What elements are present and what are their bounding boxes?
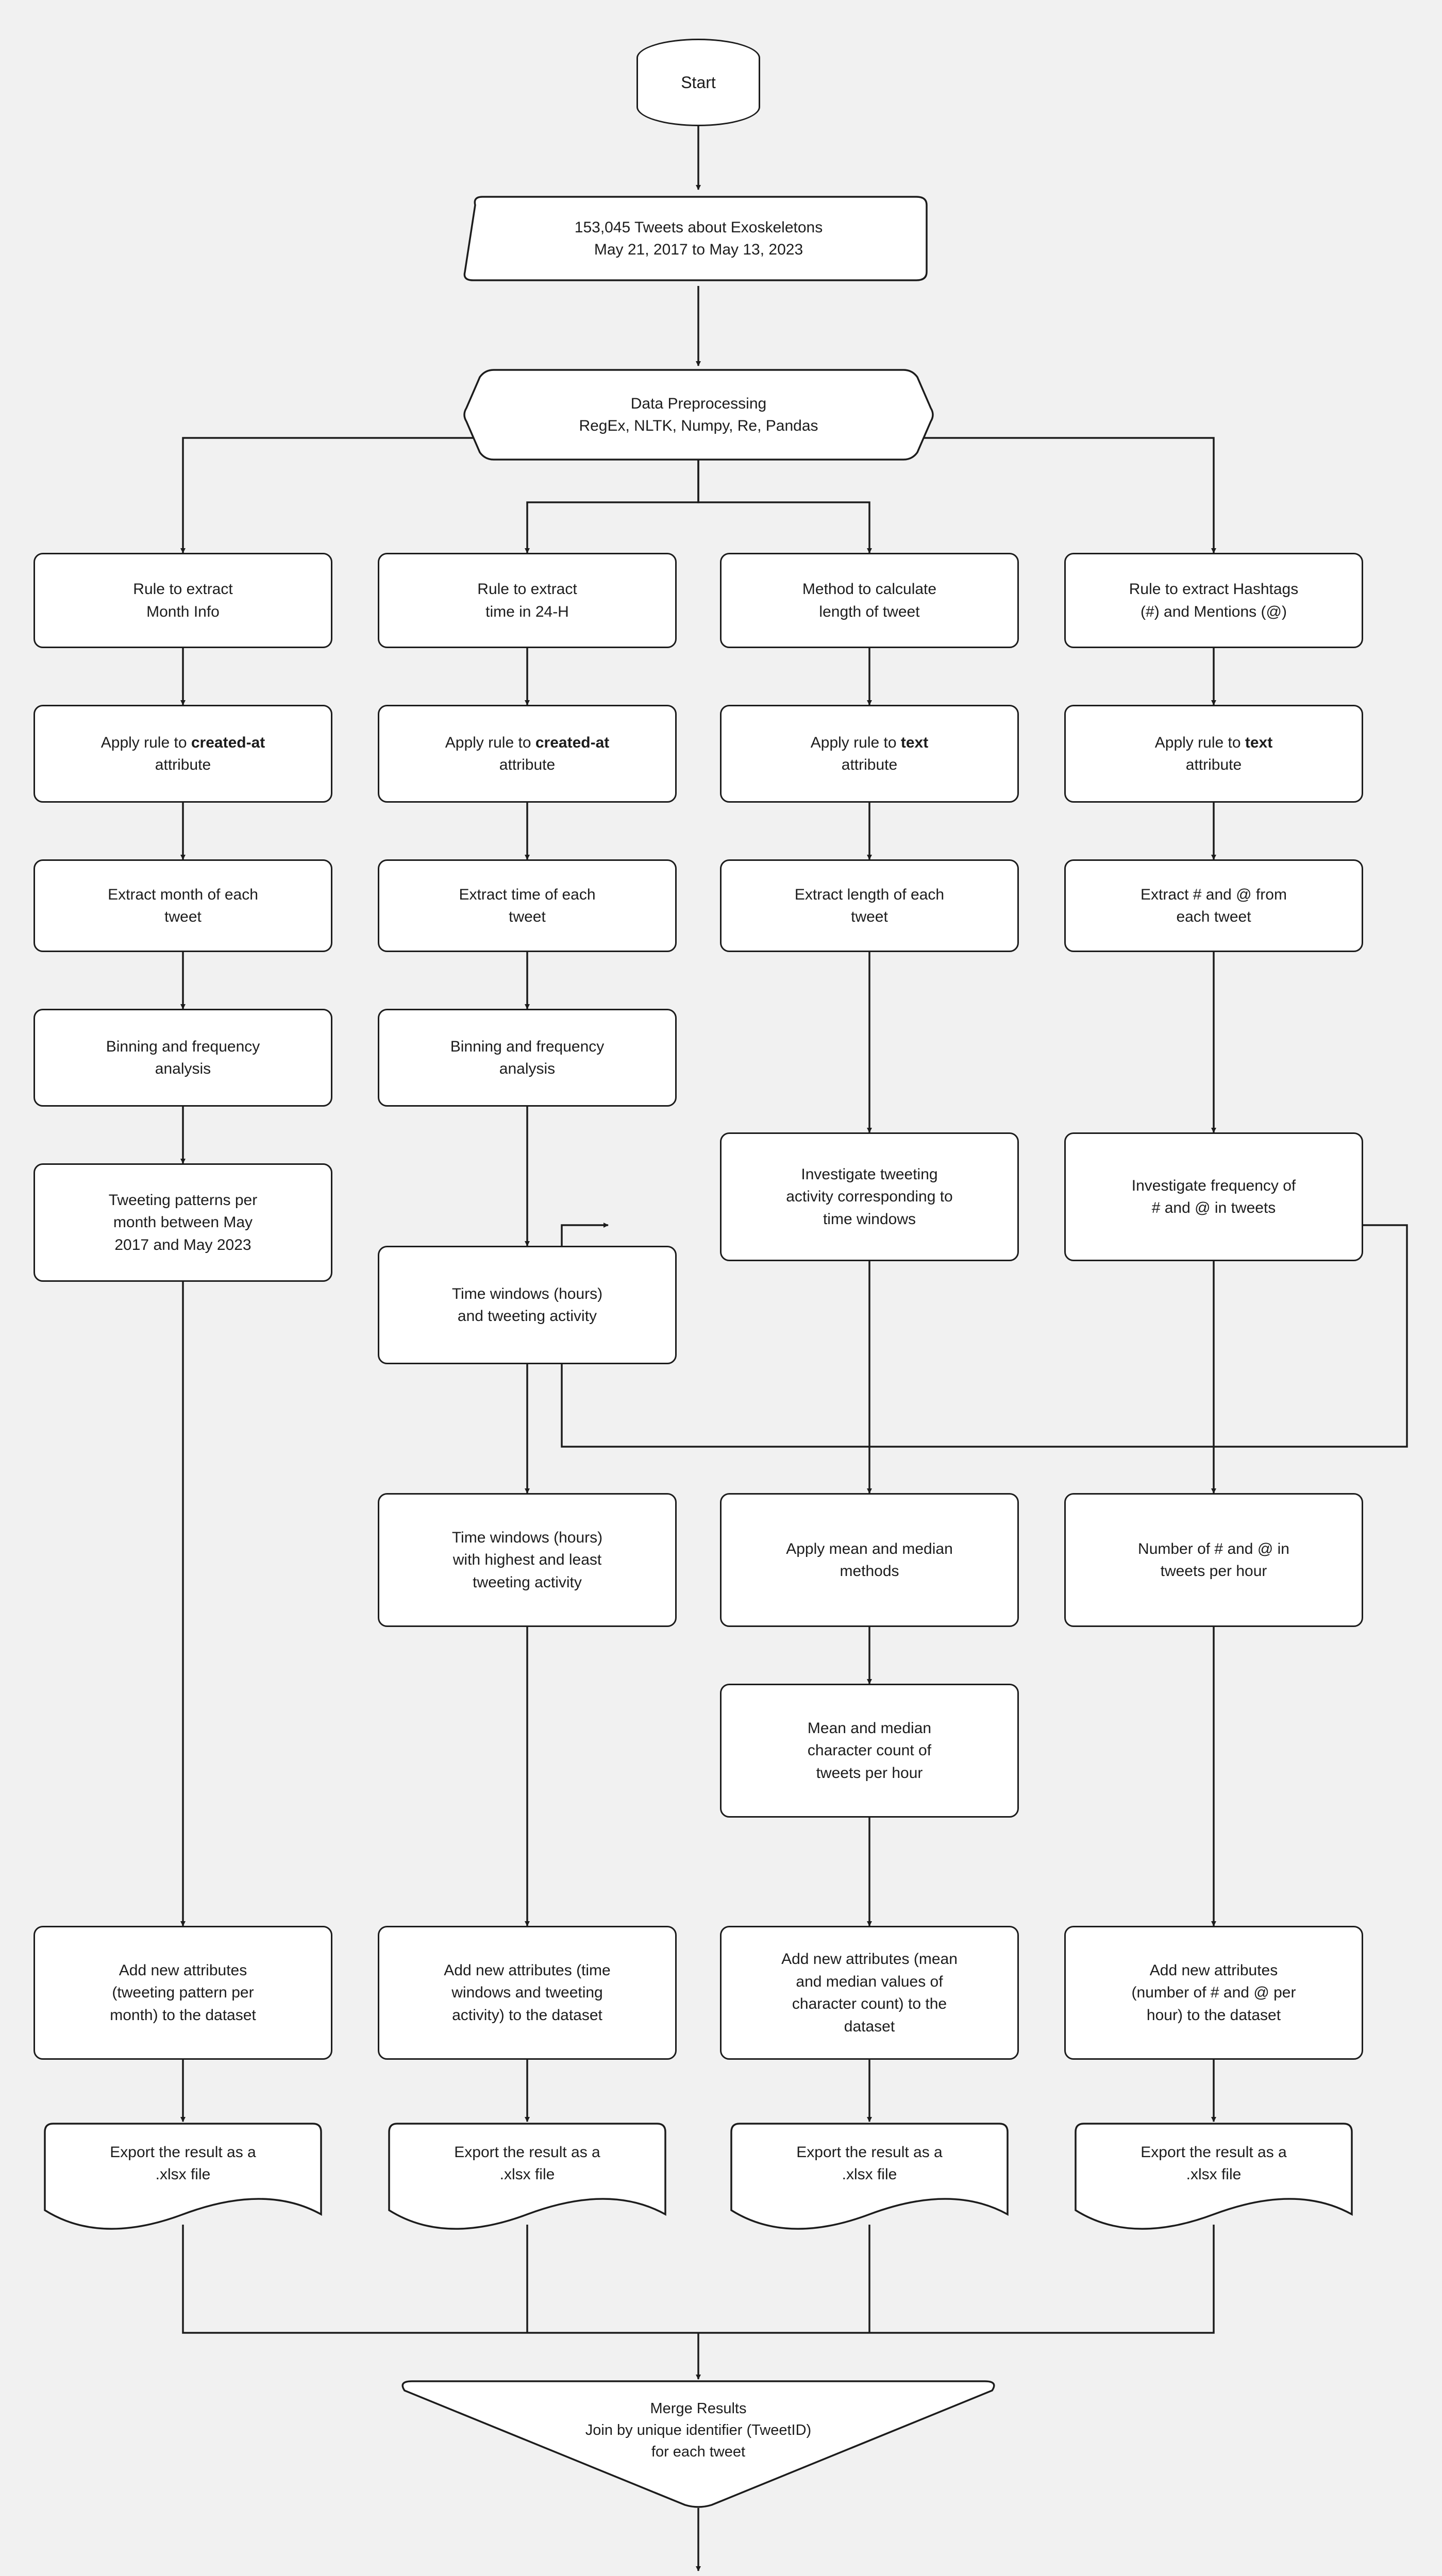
node-export-3-label: Export the result as a .xlsx file: [796, 2143, 943, 2183]
node-time-windows-activity[interactable]: Time windows (hours) and tweeting activi…: [378, 1246, 677, 1364]
node-time-windows-high-low-label: Time windows (hours) with highest and le…: [451, 1529, 603, 1591]
node-export-2-label: Export the result as a .xlsx file: [454, 2143, 600, 2183]
node-binning-1[interactable]: Binning and frequency analysis: [33, 1009, 332, 1107]
node-extract-month-label: Extract month of each tweet: [108, 886, 258, 926]
node-rule-hashtags-label: Rule to extract Hashtags (#) and Mention…: [1129, 581, 1299, 620]
node-mean-median-chars-label: Mean and median character count of tweet…: [807, 1719, 932, 1782]
node-time-windows-high-low[interactable]: Time windows (hours) with highest and le…: [378, 1493, 677, 1627]
node-rule-time-label: Rule to extract time in 24-H: [477, 581, 577, 620]
node-export-1[interactable]: Export the result as a .xlsx file: [33, 2122, 332, 2230]
node-time-windows-activity-label: Time windows (hours) and tweeting activi…: [451, 1285, 603, 1325]
node-add-attr-month[interactable]: Add new attributes (tweeting pattern per…: [33, 1926, 332, 2060]
node-extract-hash-label: Extract # and @ from each tweet: [1141, 886, 1287, 926]
node-extract-hash[interactable]: Extract # and @ from each tweet: [1064, 859, 1363, 952]
node-master-dataset-label: Master dataset for analysis: [463, 2571, 934, 2576]
node-add-attr-hash-label: Add new attributes (number of # and @ pe…: [1131, 1961, 1296, 2024]
node-export-2[interactable]: Export the result as a .xlsx file: [378, 2122, 677, 2230]
node-num-hash-per-hour-label: Number of # and @ in tweets per hour: [1138, 1540, 1289, 1580]
node-mean-median-chars[interactable]: Mean and median character count of tweet…: [720, 1684, 1019, 1818]
node-add-attr-hash[interactable]: Add new attributes (number of # and @ pe…: [1064, 1926, 1363, 2060]
node-export-4[interactable]: Export the result as a .xlsx file: [1064, 2122, 1363, 2230]
node-export-4-label: Export the result as a .xlsx file: [1141, 2143, 1287, 2183]
node-extract-time[interactable]: Extract time of each tweet: [378, 859, 677, 952]
node-extract-length[interactable]: Extract length of each tweet: [720, 859, 1019, 952]
node-method-length[interactable]: Method to calculate length of tweet: [720, 553, 1019, 648]
node-binning-1-label: Binning and frequency analysis: [106, 1038, 260, 1078]
node-tweeting-patterns-label: Tweeting patterns per month between May …: [108, 1191, 258, 1253]
node-binning-2[interactable]: Binning and frequency analysis: [378, 1009, 677, 1107]
node-apply-mean-median-label: Apply mean and median methods: [786, 1540, 953, 1580]
node-add-attr-chars[interactable]: Add new attributes (mean and median valu…: [720, 1926, 1019, 2060]
node-rule-month[interactable]: Rule to extract Month Info: [33, 553, 332, 648]
node-add-attr-time[interactable]: Add new attributes (time windows and twe…: [378, 1926, 677, 2060]
node-dataset[interactable]: 153,045 Tweets about Exoskeletons May 21…: [463, 190, 934, 287]
node-dataset-label: 153,045 Tweets about Exoskeletons May 21…: [574, 218, 823, 259]
node-investigate-activity[interactable]: Investigate tweeting activity correspond…: [720, 1132, 1019, 1261]
node-binning-2-label: Binning and frequency analysis: [450, 1038, 605, 1078]
node-investigate-freq[interactable]: Investigate frequency of # and @ in twee…: [1064, 1132, 1363, 1261]
node-add-attr-chars-label: Add new attributes (mean and median valu…: [781, 1951, 958, 2035]
node-method-length-label: Method to calculate length of tweet: [802, 581, 937, 620]
node-preprocessing-label: Data Preprocessing RegEx, NLTK, Numpy, R…: [579, 395, 818, 435]
node-export-3[interactable]: Export the result as a .xlsx file: [720, 2122, 1019, 2230]
node-investigate-freq-label: Investigate frequency of # and @ in twee…: [1131, 1177, 1296, 1217]
node-num-hash-per-hour[interactable]: Number of # and @ in tweets per hour: [1064, 1493, 1363, 1627]
node-merge-label: Merge Results Join by unique identifier …: [585, 2400, 812, 2461]
node-investigate-activity-label: Investigate tweeting activity correspond…: [786, 1165, 953, 1228]
node-extract-month[interactable]: Extract month of each tweet: [33, 859, 332, 952]
node-export-1-label: Export the result as a .xlsx file: [110, 2143, 256, 2183]
node-rule-time[interactable]: Rule to extract time in 24-H: [378, 553, 677, 648]
node-extract-length-label: Extract length of each tweet: [794, 886, 945, 926]
node-merge[interactable]: Merge Results Join by unique identifier …: [394, 2379, 1002, 2508]
node-rule-month-label: Rule to extract Month Info: [133, 581, 233, 620]
node-start[interactable]: Start: [636, 39, 760, 126]
node-rule-hashtags[interactable]: Rule to extract Hashtags (#) and Mention…: [1064, 553, 1363, 648]
node-add-attr-month-label: Add new attributes (tweeting pattern per…: [110, 1961, 256, 2024]
node-extract-time-label: Extract time of each tweet: [459, 886, 596, 926]
node-apply-mean-median[interactable]: Apply mean and median methods: [720, 1493, 1019, 1627]
node-preprocessing[interactable]: Data Preprocessing RegEx, NLTK, Numpy, R…: [463, 366, 934, 464]
node-add-attr-time-label: Add new attributes (time windows and twe…: [444, 1961, 611, 2024]
node-tweeting-patterns[interactable]: Tweeting patterns per month between May …: [33, 1163, 332, 1282]
node-master-dataset[interactable]: Master dataset for analysis: [463, 2571, 934, 2576]
